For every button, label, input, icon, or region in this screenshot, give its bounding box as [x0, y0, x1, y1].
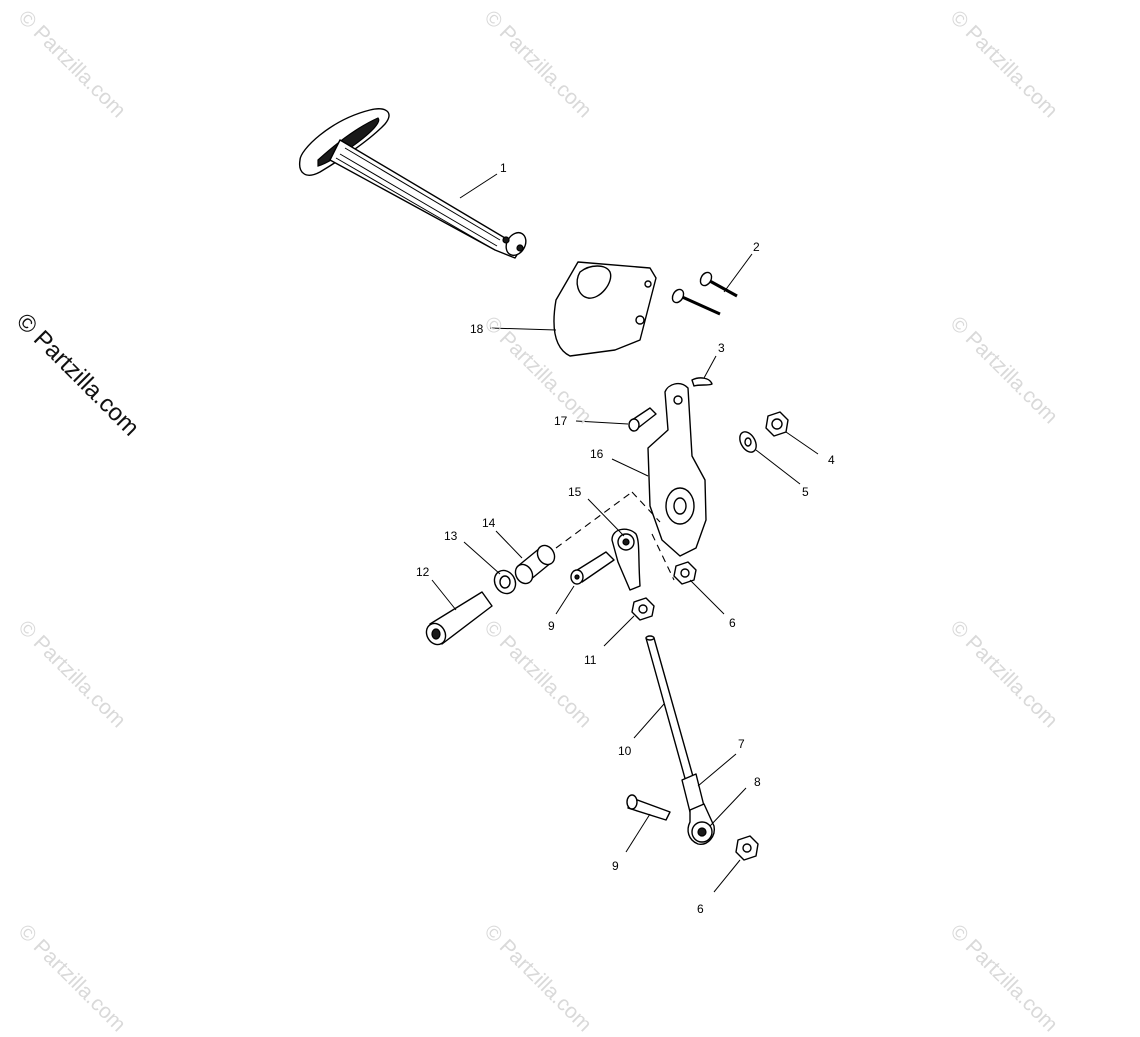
assembly-line-1 [555, 491, 633, 549]
callout-8: 8 [754, 775, 761, 789]
callout-18: 18 [470, 322, 484, 336]
callout-12: 12 [416, 565, 430, 579]
part-3-clip [691, 377, 713, 387]
part-9-bolt-lower [626, 794, 671, 821]
part-2-pins [671, 271, 738, 316]
part-8-lower-rod-end [687, 803, 715, 845]
callout-14: 14 [482, 516, 496, 530]
part-17-pin [628, 407, 657, 432]
callout-9-upper: 9 [548, 619, 555, 633]
callout-16: 16 [590, 447, 604, 461]
callout-2: 2 [753, 240, 760, 254]
callout-11: 11 [584, 653, 597, 667]
callout-17: 17 [554, 414, 568, 428]
part-4-nut [765, 411, 789, 437]
part-16-pivot-bracket [647, 382, 707, 557]
part-6-nut-upper [673, 561, 697, 585]
part-13-washer [493, 569, 517, 595]
callout-15: 15 [568, 485, 582, 499]
part-14-bushing [514, 544, 556, 585]
callout-3: 3 [718, 341, 725, 355]
callout-4: 4 [828, 453, 835, 467]
part-6-nut-lower [735, 835, 759, 861]
part-1-handle-lever [298, 108, 527, 259]
part-10-rod [645, 635, 695, 783]
leader-lines [431, 173, 819, 893]
part-5-washer [739, 431, 757, 453]
callout-5: 5 [802, 485, 809, 499]
callout-6-upper: 6 [729, 616, 736, 630]
part-11-nut [631, 597, 655, 621]
assembly-line-2 [631, 491, 661, 523]
part-12-sleeve [425, 591, 493, 646]
part-15-rod-end [611, 528, 641, 591]
assembly-line-3 [651, 533, 675, 581]
callout-7: 7 [738, 737, 745, 751]
callout-13: 13 [444, 529, 458, 543]
callout-10: 10 [618, 744, 632, 758]
callout-9-lower: 9 [612, 859, 619, 873]
callout-1: 1 [500, 161, 507, 175]
callout-6-lower: 6 [697, 902, 704, 916]
part-18-bracket-plate [553, 261, 657, 357]
part-9-bolt-upper [570, 551, 615, 585]
